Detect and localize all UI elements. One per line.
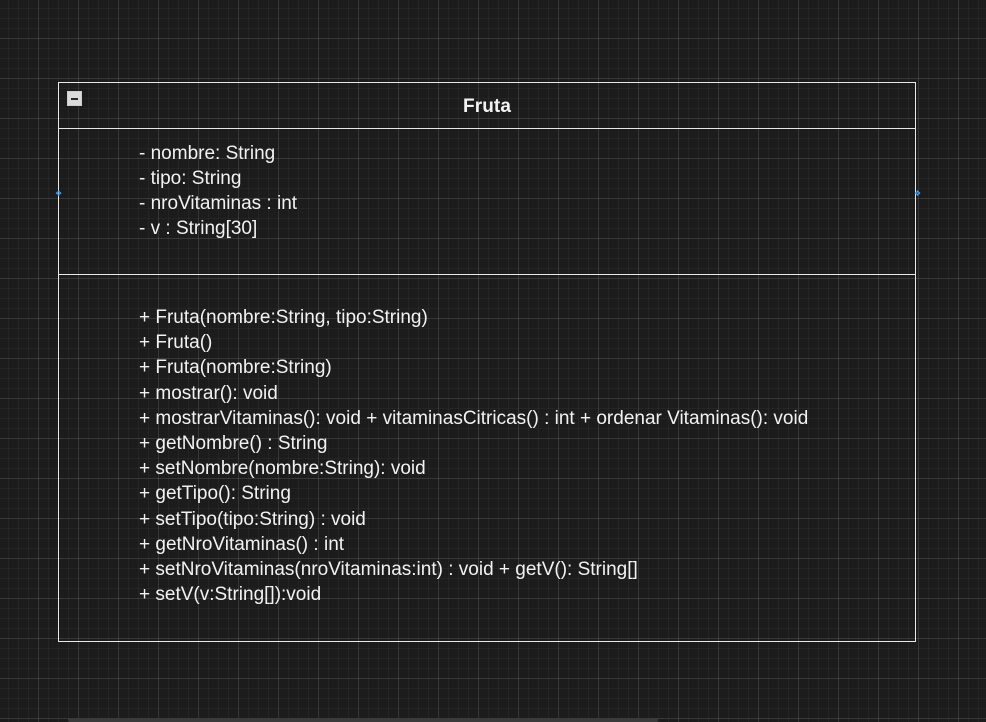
class-header[interactable]: Fruta [59, 83, 915, 129]
operation-get-tipo: + getTipo(): String [139, 483, 291, 505]
operation-list: + Fruta(nombre:String, tipo:String) + Fr… [139, 305, 808, 607]
collapse-minus-icon[interactable] [67, 91, 82, 106]
operation-mostrar-vitaminas: + mostrarVitaminas(): void + vitaminasCi… [139, 407, 809, 429]
operation-set-nombre: + setNombre(nombre:String): void [139, 458, 426, 480]
attribute-tipo: - tipo: String [139, 168, 242, 189]
operation-mostrar: + mostrar(): void [139, 382, 278, 404]
class-name: Fruta [463, 96, 511, 117]
attribute-list: - nombre: String - tipo: String - nroVit… [139, 141, 297, 241]
connection-handle-icon[interactable]: ❖ [914, 189, 922, 198]
attribute-v: - v : String[30] [139, 218, 258, 239]
minus-bar [71, 98, 78, 100]
operation-constructor-nombre: + Fruta(nombre:String) [139, 357, 332, 379]
attribute-nro-vitaminas: - nroVitaminas : int [139, 193, 298, 214]
attribute-nombre: - nombre: String [139, 143, 276, 164]
operation-get-nro-vitaminas: + getNroVitaminas() : int [139, 533, 345, 555]
attributes-compartment[interactable]: - nombre: String - tipo: String - nroVit… [59, 129, 915, 275]
connection-handle-icon[interactable]: ❖ [55, 189, 63, 198]
operations-compartment[interactable]: + Fruta(nombre:String, tipo:String) + Fr… [59, 275, 915, 641]
operation-constructor-full: + Fruta(nombre:String, tipo:String) [139, 307, 428, 328]
operation-set-tipo: + setTipo(tipo:String) : void [139, 508, 366, 530]
operation-constructor-empty: + Fruta() [139, 332, 213, 354]
uml-class-fruta[interactable]: Fruta - nombre: String - tipo: String - … [55, 82, 922, 642]
operation-get-nombre: + getNombre() : String [139, 433, 328, 455]
operation-set-v: + setV(v:String[]):void [139, 584, 322, 606]
horizontal-scrollbar[interactable] [68, 718, 658, 722]
operation-set-nro-vitaminas: + setNroVitaminas(nroVitaminas:int) : vo… [139, 559, 638, 581]
